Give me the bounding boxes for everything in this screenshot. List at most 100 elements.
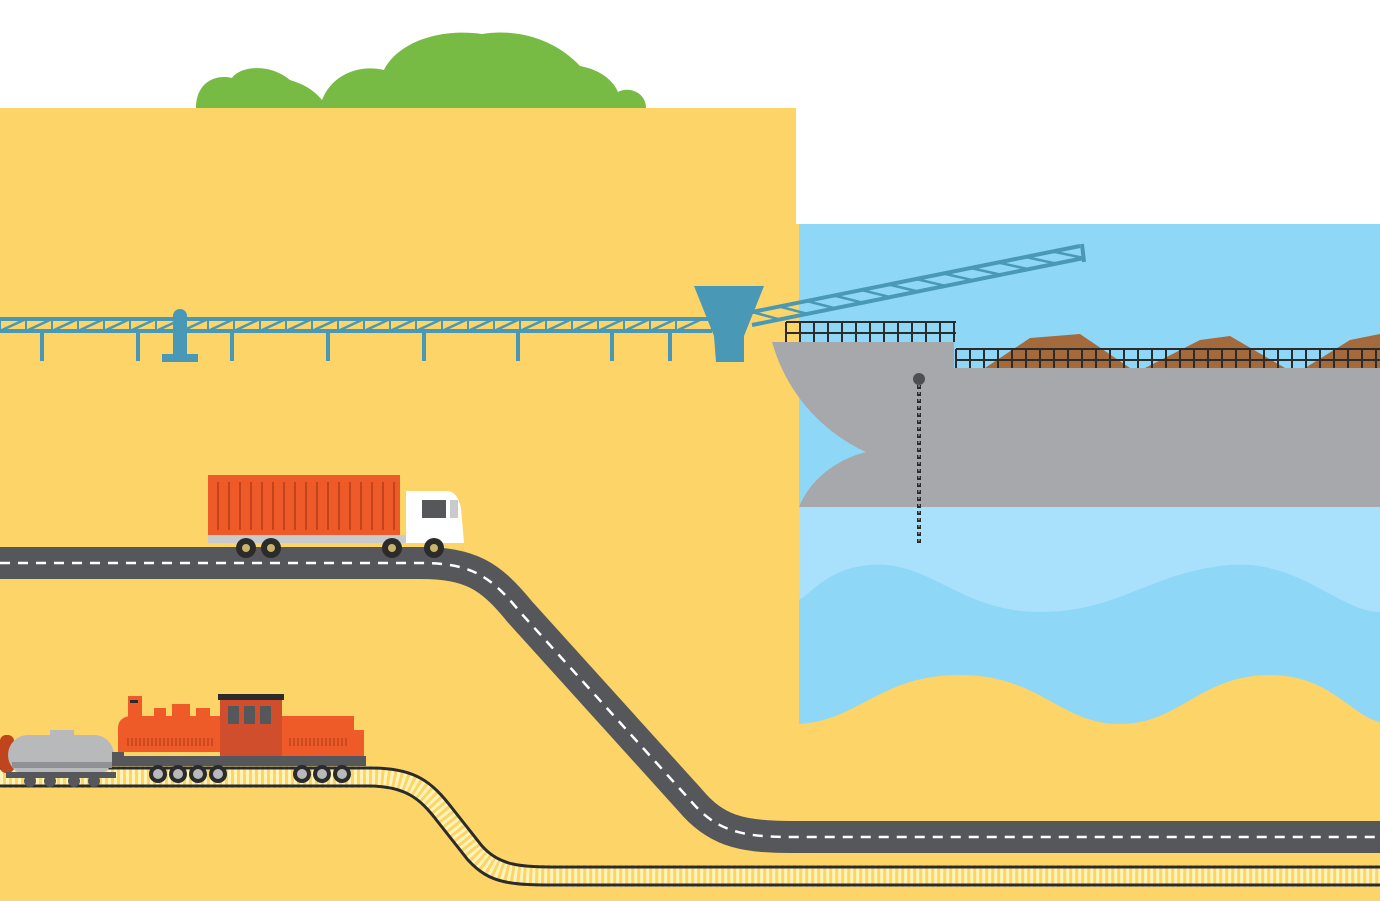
boom-truss-diagonal [779,305,808,316]
gantry-truss-diagonal [675,317,703,333]
sand-shore-wave [799,675,1380,740]
truck-window-side [450,500,458,518]
tank-shadow [12,762,112,768]
locomotive-wheel-hub [337,769,347,779]
boom-truss [751,250,1085,321]
tank-wheels [24,775,100,787]
rail-ties [0,766,1380,887]
boom-truss-diagonal [943,272,974,282]
conveyor-gantry [0,317,712,361]
gantry-leg [422,331,426,361]
gantry-truss-diagonal [77,317,105,333]
gantry-truss-diagonal [285,317,313,333]
gantry-truss-diagonal [25,317,53,333]
truck-wheels [236,538,444,558]
gantry-truss-diagonal [51,317,79,333]
locomotive-hood-front [118,716,222,752]
boom-truss-diagonal [888,283,919,293]
tank-frame [6,772,116,778]
pillar-cap [173,309,187,323]
gantry-leg [668,331,672,361]
gantry-truss-diagonal [467,317,495,333]
cab-windows [228,706,271,724]
dome-2 [172,704,190,718]
gantry-truss-diagonal [623,317,651,333]
locomotive [112,694,366,783]
green-bushes [196,32,646,109]
tank-wagon [0,730,116,787]
boom-truss-diagonal [861,288,891,299]
locomotive-wheels [149,765,351,783]
cab-roof [218,694,284,700]
pillar-base [162,354,198,362]
boom-truss-diagonal [997,261,1029,271]
gantry-truss-diagonal [233,317,261,333]
rail-outer [0,766,1380,869]
tank-body [8,735,114,775]
ship-deck-railing [955,348,1380,368]
dome-3 [196,708,210,718]
gantry-truss-diagonal [259,317,287,333]
smokestack-band [130,700,138,703]
gantry-leg [136,331,140,361]
gantry-truss-diagonal [441,317,469,333]
road-center-marking [0,561,1380,839]
gantry-truss-diagonal [363,317,391,333]
boom-truss-diagonal [806,299,836,310]
locomotive-wheel-hub [173,769,183,779]
gantry-leg [40,331,44,361]
boom-truss-diagonal [970,266,1002,276]
coupler [112,752,124,758]
gantry-leg [516,331,520,361]
railway-track [0,766,1380,887]
truck-window [422,500,446,518]
locomotive-wheel-hub [153,769,163,779]
gantry-truss-diagonal [493,317,521,333]
gantry-top-rail [0,317,712,321]
gantry-truss-diagonal [519,317,547,333]
gantry-truss-diagonal [0,317,27,333]
boom-end [1080,243,1086,263]
gantry-truss-diagonal [207,317,235,333]
gantry-truss-diagonal [129,317,157,333]
gantry-truss-diagonal [597,317,625,333]
anchor-chain [913,373,925,546]
gantry-leg [610,331,614,361]
locomotive-wheel-hub [213,769,223,779]
tank-dome [50,730,74,738]
gantry-truss-diagonal [571,317,599,333]
locomotive-hood-rear [282,716,364,756]
gantry-truss-diagonal [545,317,573,333]
boom-truss-diagonal [751,310,780,321]
locomotive-wheel-hub [193,769,203,779]
gantry-truss-diagonal [415,317,443,333]
gantry-truss-diagonal [389,317,417,333]
locomotive-frame [112,756,366,766]
boom-arm [751,243,1086,327]
locomotive-wheel-hub [297,769,307,779]
gantry-truss-diagonal [103,317,131,333]
dome-1 [154,708,166,718]
container-truck [208,475,464,558]
rail-inner [0,784,1380,887]
gantry-pillar [162,309,198,362]
ship-hull [772,342,1380,507]
gantry-truss-diagonal [311,317,339,333]
smokestack [128,696,142,718]
truck-chassis [208,535,420,543]
gantry-leg [230,331,234,361]
gantry-truss-diagonal [649,317,677,333]
highway-road [0,547,1380,853]
ship-bow-railing [785,321,956,342]
loading-hopper [694,286,764,362]
boom-truss-diagonal [1025,255,1057,265]
gantry-truss-diagonal [337,317,365,333]
gantry-bottom-rail [0,329,712,333]
pillar-column [173,316,187,356]
boom-truss-diagonal [833,294,863,304]
boom-truss-diagonal [915,277,946,288]
boom-truss-diagonal [1052,250,1085,260]
gantry-leg [326,331,330,361]
sea-wave-light [799,505,1380,612]
locomotive-wheel-hub [317,769,327,779]
